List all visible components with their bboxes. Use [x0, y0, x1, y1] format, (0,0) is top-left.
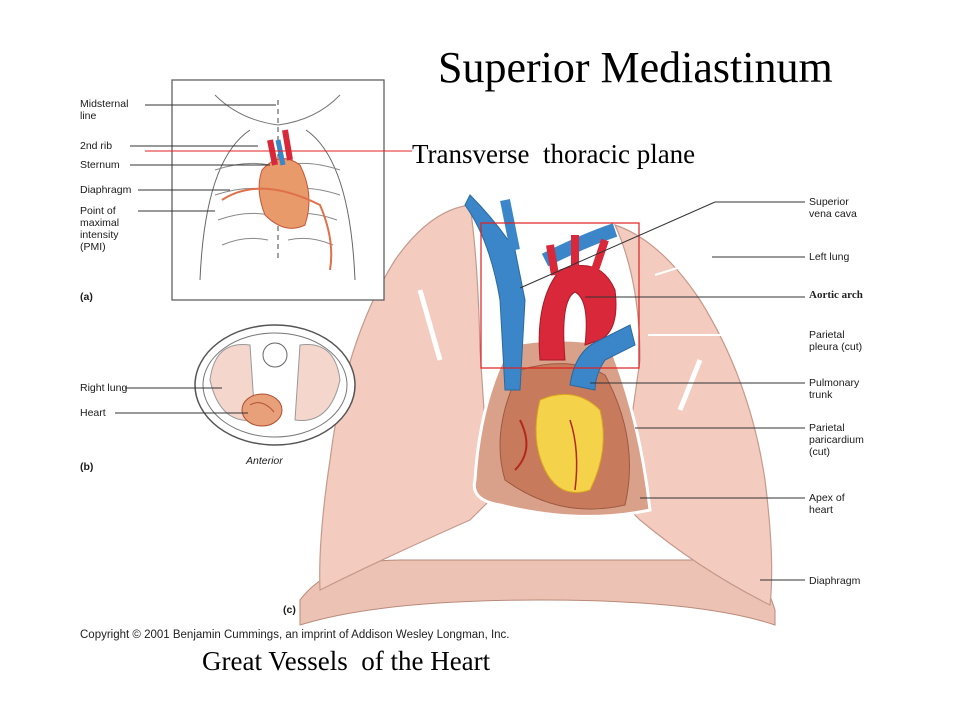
- label-pmi: Point of maximal intensity (PMI): [80, 205, 120, 253]
- left-lung-section: [294, 343, 341, 421]
- plane-label: Transverse thoracic plane: [412, 139, 696, 169]
- panel-a-tag: (a): [80, 291, 93, 303]
- slide-caption: Great Vessels of the Heart: [202, 646, 491, 676]
- label-left-lung: Left lung: [809, 251, 850, 263]
- label-parietal-pleura: Parietal pleura (cut): [809, 329, 863, 353]
- label-apex-of-heart: Apex of heart: [809, 492, 845, 516]
- label-diaphragm-c: Diaphragm: [809, 575, 861, 587]
- right-lung-section: [209, 343, 256, 421]
- heart-section: [241, 393, 283, 427]
- panel-c-tag: (c): [283, 604, 296, 616]
- label-midsternal-line: Midsternal line: [80, 98, 129, 122]
- label-sternum: Sternum: [80, 159, 120, 171]
- heart-fat-shape: [535, 393, 604, 493]
- label-aortic-arch: Aortic arch: [809, 289, 863, 301]
- label-heart: Heart: [80, 407, 106, 419]
- left-lung-shape: [613, 223, 773, 606]
- label-pulmonary-trunk: Pulmonary trunk: [809, 377, 860, 401]
- label-parietal-pericardium: Parietal paricardium (cut): [809, 422, 864, 458]
- copyright-text: Copyright © 2001 Benjamin Cummings, an i…: [80, 629, 510, 641]
- label-2nd-rib: 2nd rib: [80, 140, 113, 152]
- label-superior-vena-cava: Superior vena cava: [809, 196, 857, 220]
- highlight-box: [480, 222, 640, 369]
- right-lung-shape: [319, 204, 491, 591]
- label-right-lung: Right lung: [80, 382, 128, 394]
- aortic-arch-shape: [538, 265, 617, 361]
- label-anterior: Anterior: [246, 455, 283, 467]
- panel-b-tag: (b): [80, 461, 94, 473]
- slide-title: Superior Mediastinum: [438, 43, 833, 92]
- label-diaphragm-a: Diaphragm: [80, 184, 132, 196]
